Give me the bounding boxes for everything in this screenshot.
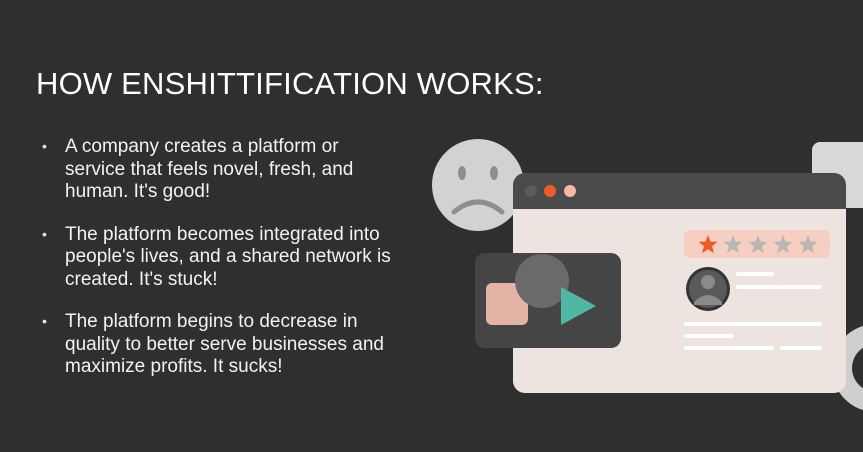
star-icon: [748, 235, 768, 254]
sad-face-icon: [432, 139, 524, 231]
window-dot-2: [544, 185, 556, 197]
background-ring-hole: [852, 347, 863, 389]
text-placeholder-lines: [684, 272, 822, 350]
bullet-list: A company creates a platform or service …: [40, 135, 400, 399]
video-figure: [515, 254, 569, 308]
bullet-item: The platform begins to decrease in quali…: [40, 310, 400, 379]
window-titlebar: [513, 173, 846, 209]
user-avatar-icon: [686, 267, 730, 311]
window-dot-3: [564, 185, 576, 197]
star-icon: [698, 235, 718, 254]
page-title: HOW ENSHITTIFICATION WORKS:: [36, 66, 544, 101]
star-icon: [798, 235, 818, 254]
star-icon: [773, 235, 793, 254]
play-icon: [561, 287, 596, 325]
star-rating: [684, 230, 830, 258]
video-thumbnail: [486, 283, 528, 325]
window-dot-1: [525, 185, 537, 197]
star-icon: [723, 235, 743, 254]
bullet-item: A company creates a platform or service …: [40, 135, 400, 204]
video-player: [475, 253, 621, 348]
bullet-item: The platform becomes integrated into peo…: [40, 223, 400, 292]
